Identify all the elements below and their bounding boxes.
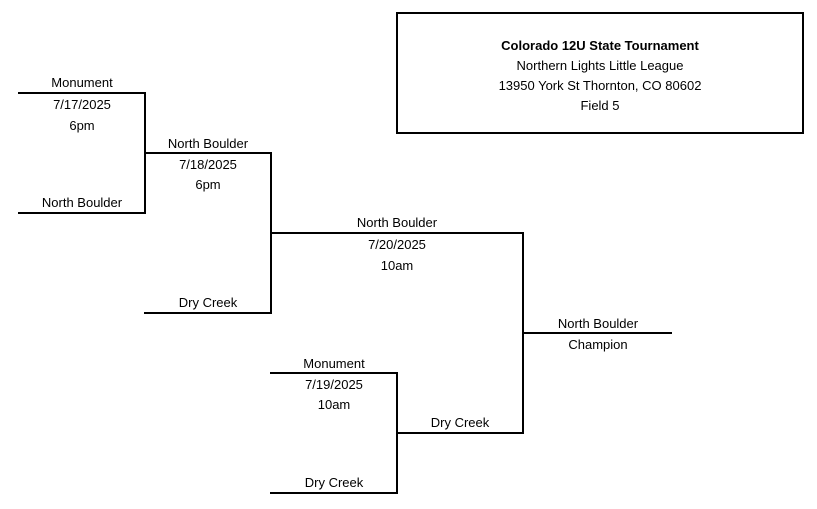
game3-date: 7/19/2025 bbox=[305, 377, 363, 392]
host-league: Northern Lights Little League bbox=[516, 58, 684, 73]
game1-top-slot-line bbox=[18, 92, 146, 94]
game4-top-slot-line bbox=[270, 232, 524, 234]
game3-top-slot-line bbox=[270, 372, 398, 374]
game1-time: 6pm bbox=[69, 118, 95, 133]
tournament-title: Colorado 12U State Tournament bbox=[501, 38, 699, 53]
game2-bottom-slot-line bbox=[144, 312, 272, 314]
game2-team-top: North Boulder bbox=[167, 136, 249, 151]
game3-team-bottom: Dry Creek bbox=[304, 475, 364, 490]
game3-team-top: Monument bbox=[303, 356, 365, 371]
champion-label: Champion bbox=[568, 337, 628, 352]
game4-date: 7/20/2025 bbox=[368, 237, 426, 252]
champion-slot-line bbox=[522, 332, 672, 334]
champion-team: North Boulder bbox=[557, 316, 639, 331]
game4-bottom-slot-line bbox=[396, 432, 524, 434]
game2-top-slot-line bbox=[144, 152, 272, 154]
game2-time: 6pm bbox=[195, 177, 221, 192]
game1-team-top: Monument bbox=[51, 75, 113, 90]
game3-time: 10am bbox=[317, 397, 351, 412]
game2-team-bottom: Dry Creek bbox=[178, 295, 238, 310]
game1-bottom-slot-line bbox=[18, 212, 146, 214]
game3-bottom-slot-line bbox=[270, 492, 398, 494]
game4-time: 10am bbox=[380, 258, 414, 273]
game4-team-top: North Boulder bbox=[356, 215, 438, 230]
game1-date: 7/17/2025 bbox=[53, 97, 111, 112]
game4-team-bottom: Dry Creek bbox=[430, 415, 490, 430]
venue-address: 13950 York St Thornton, CO 80602 bbox=[498, 78, 702, 93]
game1-team-bottom: North Boulder bbox=[41, 195, 123, 210]
venue-field: Field 5 bbox=[580, 98, 620, 113]
tournament-info-box: Colorado 12U State Tournament Northern L… bbox=[396, 12, 804, 134]
game2-date: 7/18/2025 bbox=[179, 157, 237, 172]
